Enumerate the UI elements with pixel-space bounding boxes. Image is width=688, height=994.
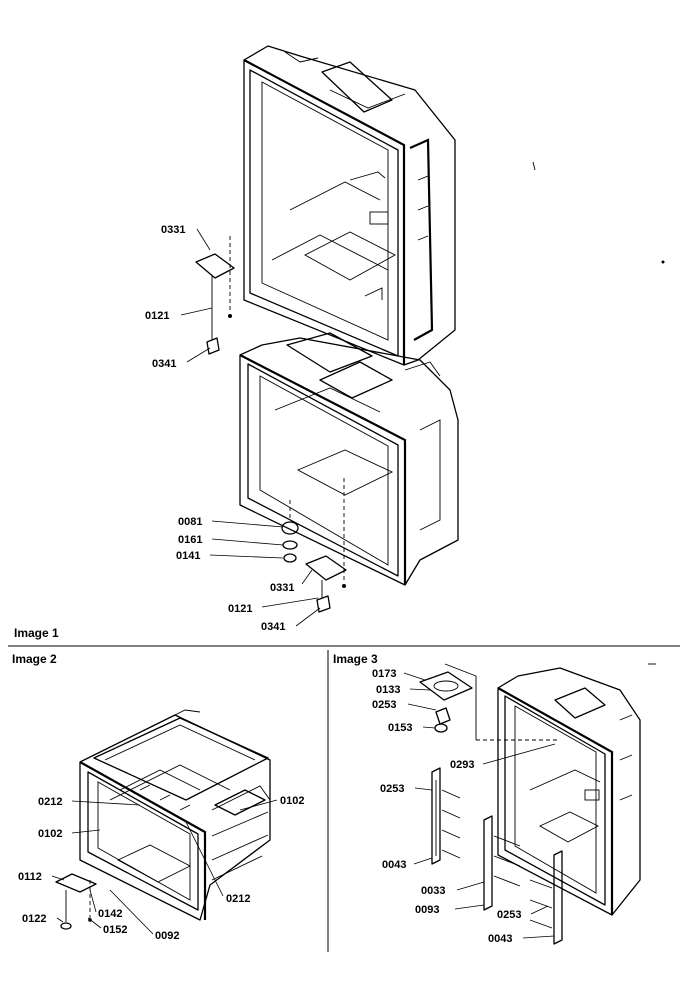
- callout-image3-7: 0033: [421, 885, 445, 897]
- panel-title-image3: Image 3: [333, 652, 378, 666]
- image3-drawing: [403, 663, 656, 945]
- callout-image1-2: 0341: [152, 358, 176, 370]
- panel-title-image2: Image 2: [12, 652, 57, 666]
- image1-callouts: 0331 0121 0341 0081 0161 0141 0331 0121 …: [145, 224, 294, 633]
- callout-image3-8: 0093: [415, 904, 439, 916]
- callout-image3-0: 0173: [372, 668, 396, 680]
- callout-image2-5: 0142: [98, 908, 122, 920]
- callout-image1-7: 0121: [228, 603, 252, 615]
- callout-image2-8: 0092: [155, 930, 179, 942]
- upper-liner: [243, 45, 456, 366]
- callout-image3-6: 0043: [382, 859, 406, 871]
- lower-hinge-assembly: [281, 478, 347, 613]
- image1-drawing: [180, 45, 665, 627]
- callout-image2-7: 0152: [103, 924, 127, 936]
- callout-image1-5: 0141: [176, 550, 200, 562]
- callout-image1-8: 0341: [261, 621, 285, 633]
- callout-image2-3: 0212: [226, 893, 250, 905]
- callout-image2-2: 0102: [280, 795, 304, 807]
- callout-image3-4: 0293: [450, 759, 474, 771]
- callout-image2-6: 0122: [22, 913, 46, 925]
- callout-image1-0: 0331: [161, 224, 185, 236]
- callout-image2-1: 0102: [38, 828, 62, 840]
- callout-image3-1: 0133: [376, 684, 400, 696]
- callout-image2-0: 0212: [38, 796, 62, 808]
- image2-drawing: [51, 709, 278, 935]
- callout-image1-3: 0081: [178, 516, 202, 528]
- callout-image3-10: 0043: [488, 933, 512, 945]
- callout-image1-1: 0121: [145, 310, 169, 322]
- callout-image3-5: 0253: [380, 783, 404, 795]
- panel-title-image1: Image 1: [14, 626, 59, 640]
- callout-image1-4: 0161: [178, 534, 202, 546]
- callout-image3-3: 0153: [388, 722, 412, 734]
- image2-callouts: 0212 0102 0102 0212 0112 0142 0122 0152 …: [18, 795, 304, 942]
- callout-image1-6: 0331: [270, 582, 294, 594]
- callout-image3-2: 0253: [372, 699, 396, 711]
- image3-callouts: 0173 0133 0253 0153 0293 0253 0043 0033 …: [372, 668, 521, 945]
- lower-liner: [239, 332, 459, 586]
- callout-image2-4: 0112: [18, 871, 42, 883]
- upper-hinge-assembly: [195, 236, 235, 355]
- callout-image3-9: 0253: [497, 909, 521, 921]
